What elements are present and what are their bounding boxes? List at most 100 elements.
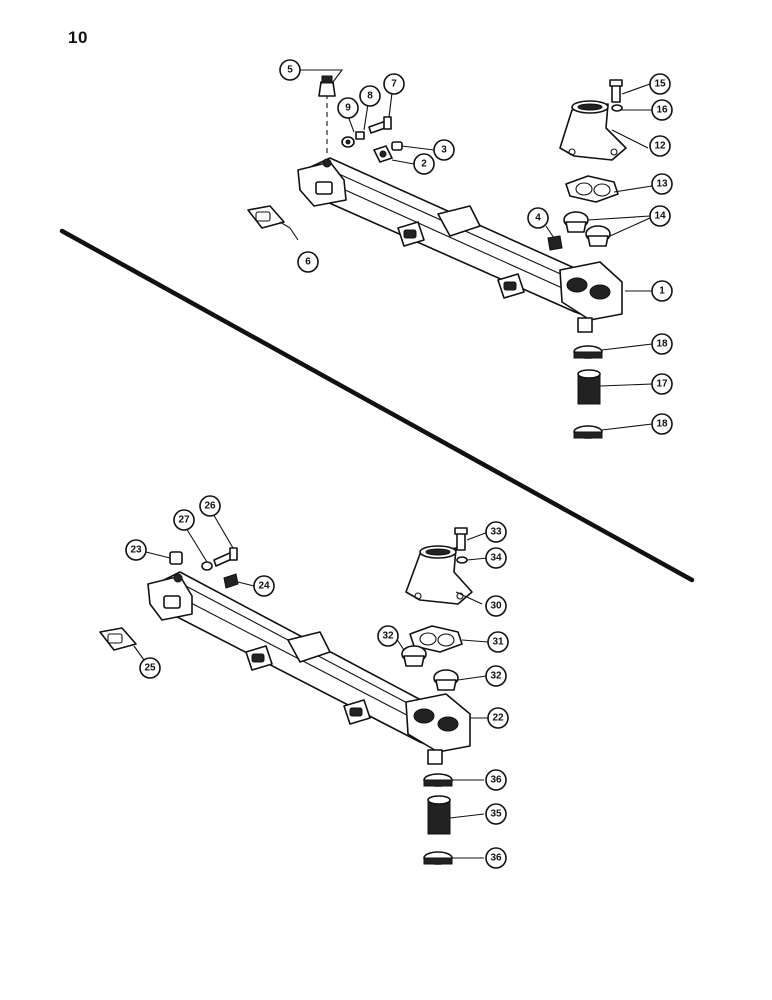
callout-25: 25 [139, 657, 161, 679]
svg-text:33: 33 [490, 527, 502, 538]
upper-water-manifold [297, 157, 623, 333]
elbow-2 [373, 145, 393, 163]
svg-text:23: 23 [130, 545, 142, 556]
svg-text:18: 18 [656, 339, 668, 350]
svg-text:22: 22 [492, 713, 504, 724]
svg-text:32: 32 [382, 631, 394, 642]
thermostat-32b [433, 669, 459, 691]
callout-16: 16 [651, 99, 673, 121]
callout-13: 13 [651, 173, 673, 195]
svg-text:6: 6 [305, 257, 311, 268]
svg-text:14: 14 [654, 211, 666, 222]
svg-text:7: 7 [391, 79, 397, 90]
svg-text:3: 3 [441, 145, 447, 156]
callout-15: 15 [649, 73, 671, 95]
gasket-6 [247, 205, 285, 229]
svg-text:12: 12 [654, 141, 666, 152]
callout-2: 2 [413, 153, 435, 175]
callout-24: 24 [253, 575, 275, 597]
svg-text:9: 9 [345, 103, 351, 114]
nut-8 [355, 131, 365, 140]
svg-text:8: 8 [367, 91, 373, 102]
svg-text:13: 13 [656, 179, 668, 190]
svg-text:4: 4 [535, 213, 541, 224]
svg-text:36: 36 [490, 775, 502, 786]
callout-33: 33 [485, 521, 507, 543]
hose-17 [577, 369, 601, 405]
callout-6: 6 [297, 251, 319, 273]
washer-9 [341, 136, 355, 148]
outlet-elbow-12 [559, 100, 627, 161]
gasket-25 [99, 627, 137, 651]
svg-text:2: 2 [421, 159, 427, 170]
callout-36-top: 36 [485, 769, 507, 791]
hose-clamp-18-top [573, 345, 603, 359]
fitting-5 [318, 75, 336, 97]
lower-water-manifold [147, 571, 471, 765]
hose-clamp-36-bottom [423, 851, 453, 865]
svg-text:17: 17 [656, 379, 668, 390]
bolt-15 [609, 79, 623, 103]
svg-text:31: 31 [492, 637, 504, 648]
thermostat-14b [585, 225, 611, 247]
svg-text:30: 30 [490, 601, 502, 612]
gasket-13 [565, 175, 619, 203]
callout-14: 14 [649, 205, 671, 227]
callout-23: 23 [125, 539, 147, 561]
callout-35: 35 [485, 803, 507, 825]
thermostat-32a [401, 645, 427, 667]
callout-34: 34 [485, 547, 507, 569]
plug-24 [223, 573, 239, 589]
svg-text:26: 26 [204, 501, 216, 512]
hose-clamp-18-bottom [573, 425, 603, 439]
section-divider-line [59, 228, 695, 583]
page-number: 10 [68, 28, 88, 47]
callout-32-right: 32 [485, 665, 507, 687]
svg-text:32: 32 [490, 671, 502, 682]
callout-18-bottom: 18 [651, 413, 673, 435]
plug-3 [391, 141, 403, 151]
svg-text:35: 35 [490, 809, 502, 820]
outlet-elbow-30 [405, 545, 473, 605]
svg-text:5: 5 [287, 65, 293, 76]
callout-30: 30 [485, 595, 507, 617]
svg-text:15: 15 [654, 79, 666, 90]
callout-18-top: 18 [651, 333, 673, 355]
svg-text:34: 34 [490, 553, 502, 564]
callout-8: 8 [359, 85, 381, 107]
callout-4: 4 [527, 207, 549, 229]
callout-5: 5 [279, 59, 301, 81]
washer-16 [611, 104, 623, 112]
bolt-33 [454, 527, 468, 551]
hose-35 [427, 795, 451, 835]
svg-text:1: 1 [659, 286, 665, 297]
svg-text:36: 36 [490, 853, 502, 864]
svg-text:18: 18 [656, 419, 668, 430]
svg-text:25: 25 [144, 663, 156, 674]
callout-12: 12 [649, 135, 671, 157]
callout-31: 31 [487, 631, 509, 653]
callout-26: 26 [199, 495, 221, 517]
callout-3: 3 [433, 139, 455, 161]
callout-17: 17 [651, 373, 673, 395]
hose-clamp-36-top [423, 773, 453, 787]
callout-36-bottom: 36 [485, 847, 507, 869]
callout-32-left: 32 [377, 625, 399, 647]
callout-22: 22 [487, 707, 509, 729]
plug-23 [169, 551, 183, 565]
callout-9: 9 [337, 97, 359, 119]
callout-1: 1 [651, 280, 673, 302]
callout-27: 27 [173, 509, 195, 531]
bolt-7 [368, 116, 392, 134]
svg-text:27: 27 [178, 515, 190, 526]
thermostat-14a [563, 211, 589, 233]
bolt-26 [213, 547, 238, 567]
washer-34 [456, 556, 468, 564]
washer-27 [201, 561, 213, 571]
callout-7: 7 [383, 73, 405, 95]
plug-4 [547, 235, 563, 251]
svg-text:16: 16 [656, 105, 668, 116]
svg-text:24: 24 [258, 581, 270, 592]
